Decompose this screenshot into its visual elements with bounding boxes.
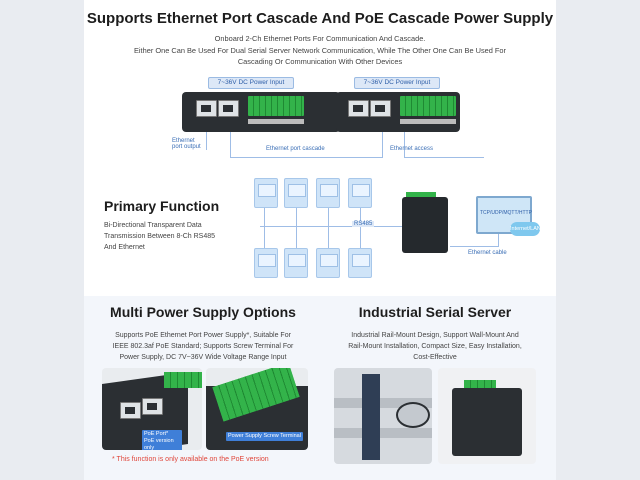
screw-terminal — [248, 96, 304, 116]
ethernet-port — [120, 402, 141, 419]
screw-terminal — [400, 96, 456, 116]
gateway-device — [402, 197, 448, 253]
cascade-desc-line: Cascading Or Communication With Other De… — [237, 57, 403, 66]
cascade-desc-line: Onboard 2-Ch Ethernet Ports For Communic… — [214, 34, 426, 43]
device-body — [452, 388, 522, 456]
connector-line — [382, 132, 383, 158]
din-rail — [334, 428, 432, 438]
rs485-device — [284, 178, 308, 208]
label-ethernet-access: Ethernet access — [390, 146, 434, 152]
screw-terminal-photo: Power Supply Screw Terminal — [206, 368, 308, 450]
serial-server-device — [182, 92, 340, 132]
primary-desc-line: Transmission Between 8-Ch RS485 — [104, 233, 216, 240]
product-infographic: Supports Ethernet Port Cascade And PoE C… — [84, 0, 556, 480]
screw-terminal — [464, 380, 496, 388]
cascade-desc-line: Either One Can Be Used For Dual Serial S… — [133, 45, 506, 55]
ethernet-port — [370, 100, 391, 117]
multi-power-line: Power Supply, DC 7V~36V Wide Voltage Ran… — [119, 354, 287, 361]
multi-power-description: Supports PoE Ethernet Port Power Supply*… — [98, 330, 308, 363]
cascade-description: Onboard 2-Ch Ethernet Ports For Communic… — [84, 33, 556, 68]
poe-port-tag: PoE Port* PoE version only — [142, 430, 182, 450]
primary-function-title: Primary Function — [104, 198, 220, 214]
primary-desc-line: Bi-Directional Transparent Data — [104, 222, 202, 229]
power-input-label: 7~36V DC Power Input — [208, 77, 294, 89]
cascade-section: Supports Ethernet Port Cascade And PoE C… — [84, 0, 556, 296]
ethernet-cable-label: Ethernet cable — [468, 250, 507, 256]
rs485-device — [316, 248, 340, 278]
device-body — [362, 374, 380, 460]
gateway-terminal — [406, 192, 436, 198]
poe-port-tag-title: PoE Port* — [144, 431, 169, 437]
rs485-bus-line — [296, 208, 297, 248]
rs485-bus-line — [260, 226, 402, 227]
industrial-line: Industrial Rail-Mount Design, Support Wa… — [351, 332, 519, 339]
industrial-line: Cost-Effective — [413, 354, 457, 361]
connector-line — [206, 132, 207, 150]
serial-server-device — [336, 92, 460, 132]
power-input-label: 7~36V DC Power Input — [354, 77, 440, 89]
cascade-title: Supports Ethernet Port Cascade And PoE C… — [86, 10, 554, 27]
ethernet-port — [218, 100, 239, 117]
rs485-bus-line — [360, 208, 361, 248]
rs485-bus-line — [328, 208, 329, 248]
screw-terminal — [164, 372, 202, 388]
connector-line — [404, 132, 405, 158]
rs485-device — [254, 248, 278, 278]
poe-footnote: * This function is only available on the… — [112, 456, 269, 463]
screw-terminal-tag: Power Supply Screw Terminal — [226, 432, 303, 441]
connector-line — [404, 157, 484, 158]
magnifier-icon — [396, 402, 430, 428]
rail-mount-photo — [334, 368, 432, 464]
ethernet-port — [142, 398, 163, 415]
rs485-device — [284, 248, 308, 278]
label-ethernet-cascade: Ethernet port cascade — [266, 146, 325, 152]
industrial-line: Rail-Mount Installation, Compact Size, E… — [348, 343, 522, 350]
industrial-title: Industrial Serial Server — [358, 304, 512, 320]
protocol-label: TCP/UDP/MQTT/HTTP — [480, 210, 532, 216]
rs485-device — [316, 178, 340, 208]
cloud-icon: Internet/LAN — [510, 222, 541, 236]
rs485-device — [254, 178, 278, 208]
din-rail — [334, 398, 432, 408]
industrial-description: Industrial Rail-Mount Design, Support Wa… — [330, 330, 540, 363]
rs485-device — [348, 248, 372, 278]
primary-desc-line: And Ethernet — [104, 244, 145, 251]
ethernet-port — [348, 100, 369, 117]
rs485-label: RS485 — [352, 221, 375, 227]
connector-line — [230, 157, 382, 158]
terminal-labels — [248, 119, 304, 124]
ethernet-cable-line — [450, 246, 498, 247]
label-ethernet-output: Ethernet port output — [172, 138, 201, 150]
terminal-labels — [400, 119, 456, 124]
rs485-bus-line — [264, 208, 265, 248]
poe-port-tag-sub: PoE version only — [144, 438, 174, 450]
connector-line — [230, 132, 231, 158]
poe-port-photo: PoE Port* PoE version only — [102, 368, 202, 450]
multi-power-line: Supports PoE Ethernet Port Power Supply*… — [115, 332, 291, 339]
rs485-device — [348, 178, 372, 208]
multi-power-line: IEEE 802.3af PoE Standard; Supports Scre… — [112, 343, 294, 350]
multi-power-title: Multi Power Supply Options — [110, 304, 296, 320]
ethernet-port — [196, 100, 217, 117]
ethernet-cable-line — [498, 232, 499, 247]
primary-function-description: Bi-Directional Transparent Data Transmis… — [104, 220, 254, 253]
wall-mount-photo — [438, 368, 536, 464]
